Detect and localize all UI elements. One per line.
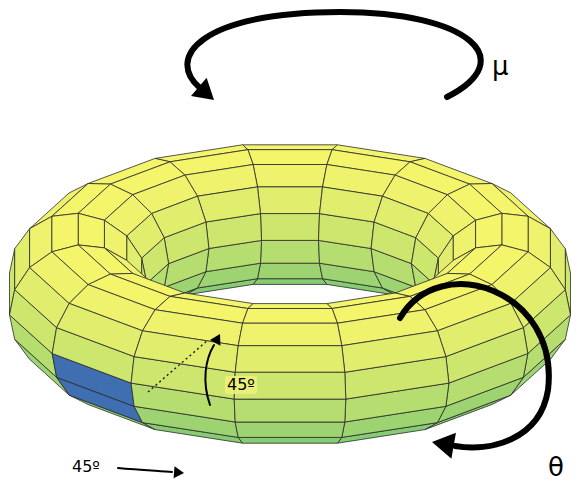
mu-rotation-arrow: [187, 12, 480, 97]
torus-cell: [342, 331, 446, 373]
torus-cell: [78, 213, 104, 248]
torus-cell: [238, 437, 342, 443]
torus-cell: [134, 331, 238, 373]
torus-cell: [248, 304, 332, 309]
angle-label: 45º: [225, 376, 257, 394]
theta-rotation-arrow: [400, 284, 549, 447]
torus-cell: [234, 399, 346, 422]
angle-label: 45º: [72, 458, 100, 476]
torus-cell: [253, 279, 327, 285]
torus-cell: [438, 303, 524, 356]
torus-cell: [248, 150, 332, 165]
torus-cell: [261, 240, 320, 263]
axis-label: μ: [492, 52, 509, 81]
torus-cell: [57, 303, 143, 356]
torus-cell: [253, 165, 327, 187]
torus-cell: [235, 346, 345, 373]
arrow-head: [432, 433, 456, 459]
torus-cell: [320, 187, 383, 222]
torus-surface: [10, 145, 571, 443]
axis-label: θ: [548, 453, 564, 482]
torus-cell: [258, 187, 323, 214]
torus-cell: [243, 309, 338, 324]
arrow-head: [191, 78, 214, 100]
torus-cell: [258, 263, 323, 279]
rotation-arrows: [118, 12, 549, 478]
torus-cell: [476, 213, 502, 248]
torus-cell: [235, 422, 345, 437]
torus-cell: [243, 145, 338, 150]
torus-cell: [261, 214, 320, 241]
angle-arrow: [118, 468, 172, 472]
arrow-head: [210, 334, 221, 346]
arrow-head: [174, 466, 184, 478]
torus-cell: [198, 187, 261, 222]
torus-cell: [238, 323, 342, 346]
angle-arrow: [205, 345, 214, 405]
dotted-radius-line: [148, 340, 208, 392]
